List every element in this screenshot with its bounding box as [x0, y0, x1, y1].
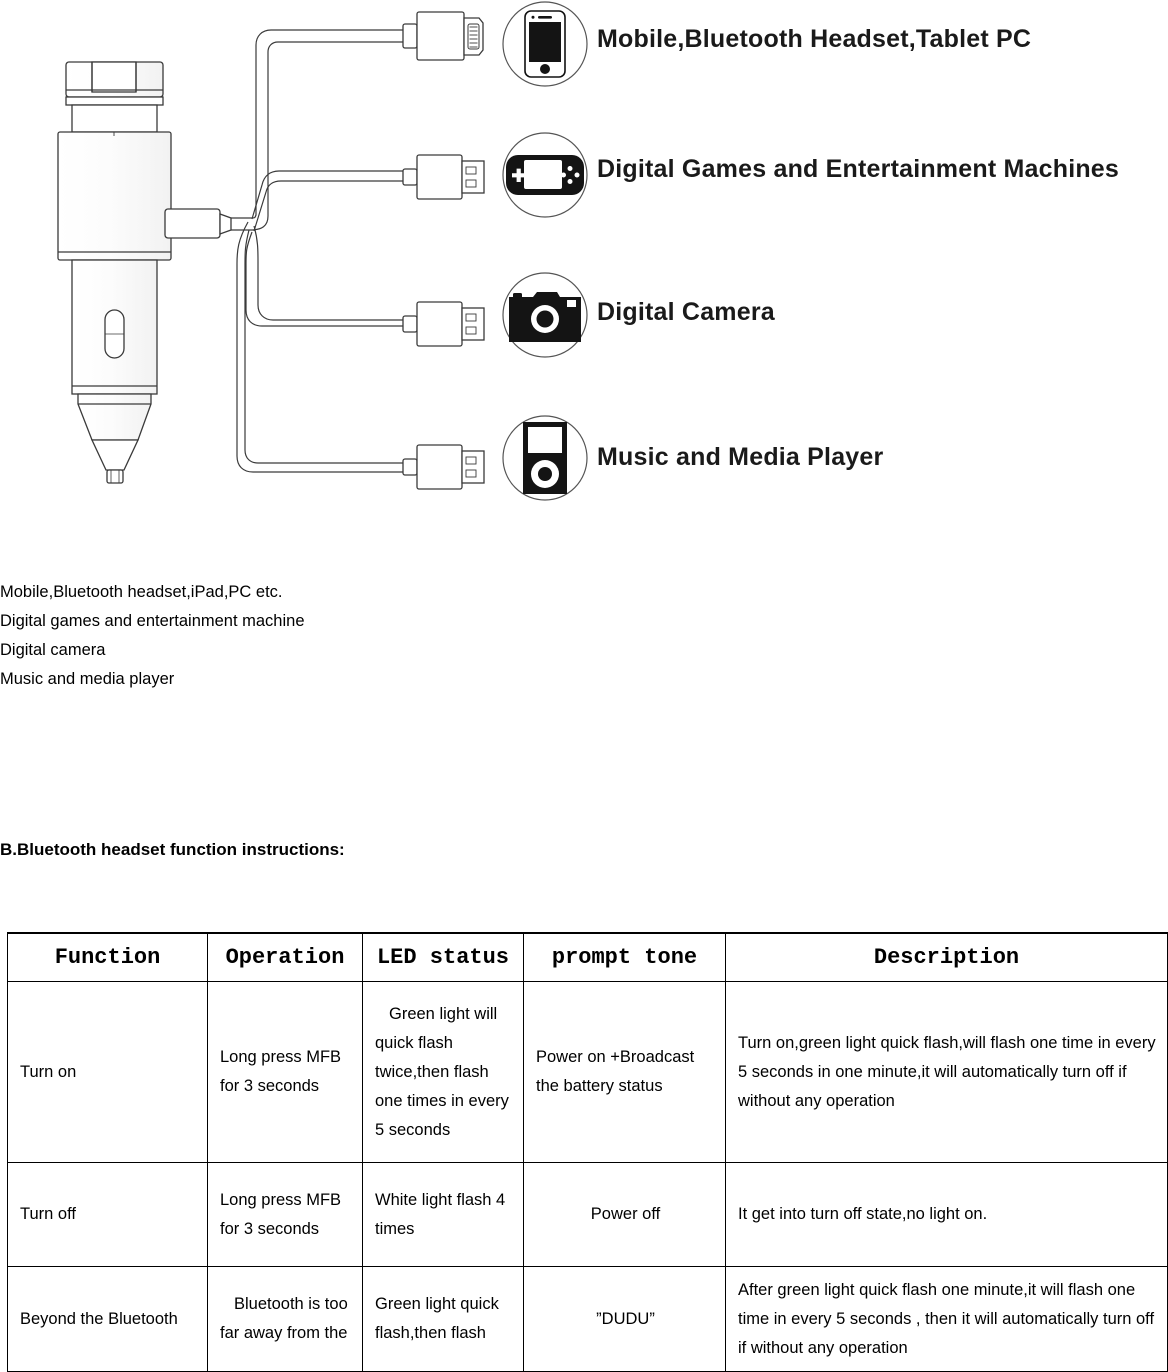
- diagram-svg: [57, 1, 588, 501]
- cell-text: Turn on: [20, 1062, 77, 1081]
- cell-led-status: Green light will quick flash twice,then …: [362, 981, 524, 1163]
- section-heading-bluetooth-instructions: B.Bluetooth headset function instruction…: [0, 840, 345, 859]
- cell-text: Beyond the Bluetooth: [20, 1309, 178, 1328]
- cell-text: Green light quick flash,then flash: [375, 1295, 499, 1342]
- cable-bundle: [231, 29, 406, 473]
- compat-line-games: Digital games and entertainment machine: [0, 612, 305, 630]
- cell-function: Turn off: [7, 1162, 208, 1267]
- device-label-mobile: Mobile,Bluetooth Headset,Tablet PC: [597, 25, 1032, 53]
- cell-prompt-tone: Power on +Broadcast the battery status: [523, 981, 726, 1163]
- cell-prompt-tone: ”DUDU”: [523, 1266, 726, 1372]
- cell-led-status: White light flash 4 times: [362, 1162, 524, 1267]
- usb-connector-2: [402, 301, 485, 347]
- cell-text: Long press MFB for 3 seconds: [220, 1190, 342, 1238]
- cell-text: Turn off: [20, 1205, 76, 1223]
- usb-connector-1: [402, 154, 485, 200]
- cell-operation: Long press MFB for 3 seconds: [207, 1162, 363, 1267]
- car-charger-illustration: [57, 61, 232, 484]
- lightning-connector: [402, 11, 484, 61]
- cell-text: ”DUDU”: [596, 1309, 655, 1328]
- cell-text: It get into turn off state,no light on.: [738, 1205, 988, 1223]
- cell-text: White light flash 4 times: [375, 1190, 506, 1238]
- device-label-camera: Digital Camera: [597, 298, 775, 326]
- camera-icon: [502, 272, 588, 358]
- compatibility-list: Mobile,Bluetooth headset,iPad,PC etc. Di…: [0, 578, 700, 694]
- cell-text: Power off: [590, 1205, 661, 1223]
- cell-operation: Bluetooth is too far away from the: [207, 1266, 363, 1372]
- product-connectivity-diagram: Mobile,Bluetooth Headset,Tablet PC Digit…: [0, 0, 1168, 540]
- usb-connector-3: [402, 444, 485, 490]
- cell-text: Long press MFB for 3 seconds: [220, 1048, 342, 1095]
- cell-text: Turn on,green light quick flash,will fla…: [738, 1033, 1156, 1110]
- media-player-icon: [502, 415, 588, 501]
- table-row: Turn off Long press MFB for 3 seconds Wh…: [7, 1162, 1168, 1267]
- cell-description: After green light quick flash one minute…: [725, 1266, 1168, 1372]
- cell-text: Bluetooth is too far away from the: [220, 1295, 348, 1342]
- compat-line-mobile: Mobile,Bluetooth headset,iPad,PC etc.: [0, 583, 283, 601]
- cell-function: Turn on: [7, 981, 208, 1163]
- table-header-row: Function Operation LED status prompt ton…: [7, 932, 1168, 982]
- handheld-game-console-icon: [502, 132, 588, 218]
- table-header-function: Function: [7, 932, 208, 982]
- table-header-led-status: LED status: [362, 932, 524, 982]
- table-row: Beyond the Bluetooth Bluetooth is too fa…: [7, 1266, 1168, 1372]
- cell-operation: Long press MFB for 3 seconds: [207, 981, 363, 1163]
- cell-text: Green light will quick flash twice,then …: [375, 1004, 509, 1139]
- compat-line-camera: Digital camera: [0, 641, 106, 659]
- cell-led-status: Green light quick flash,then flash: [362, 1266, 524, 1372]
- table-header-description: Description: [725, 932, 1168, 982]
- cell-text: Power on +Broadcast the battery status: [536, 1048, 695, 1095]
- table-row: Turn on Long press MFB for 3 seconds Gre…: [7, 981, 1168, 1163]
- cell-function: Beyond the Bluetooth: [7, 1266, 208, 1372]
- compat-line-music: Music and media player: [0, 670, 175, 688]
- cell-text: After green light quick flash one minute…: [738, 1280, 1155, 1357]
- device-label-games: Digital Games and Entertainment Machines: [597, 155, 1120, 183]
- cell-description: It get into turn off state,no light on.: [725, 1162, 1168, 1267]
- cell-description: Turn on,green light quick flash,will fla…: [725, 981, 1168, 1163]
- device-label-music: Music and Media Player: [597, 443, 884, 471]
- smartphone-icon: [502, 1, 588, 87]
- bluetooth-function-table: Function Operation LED status prompt ton…: [7, 932, 1168, 1372]
- table-header-prompt-tone: prompt tone: [523, 932, 726, 982]
- cell-prompt-tone: Power off: [523, 1162, 726, 1267]
- table-header-operation: Operation: [207, 932, 363, 982]
